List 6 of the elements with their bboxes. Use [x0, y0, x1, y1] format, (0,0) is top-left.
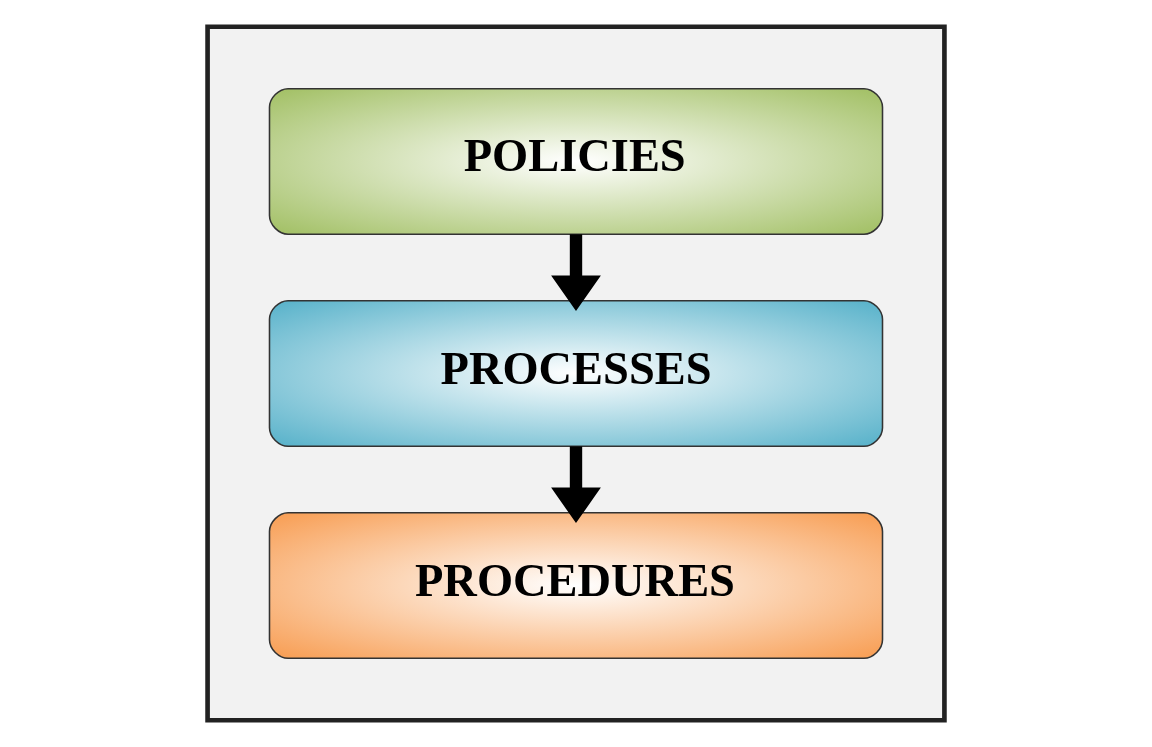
- node-box: PROCEDURES: [268, 512, 884, 660]
- arrow: [551, 446, 601, 524]
- node-box: POLICIES: [268, 87, 884, 235]
- arrow: [551, 234, 601, 312]
- node-box: PROCESSES: [268, 299, 884, 448]
- cluster: [205, 24, 947, 723]
